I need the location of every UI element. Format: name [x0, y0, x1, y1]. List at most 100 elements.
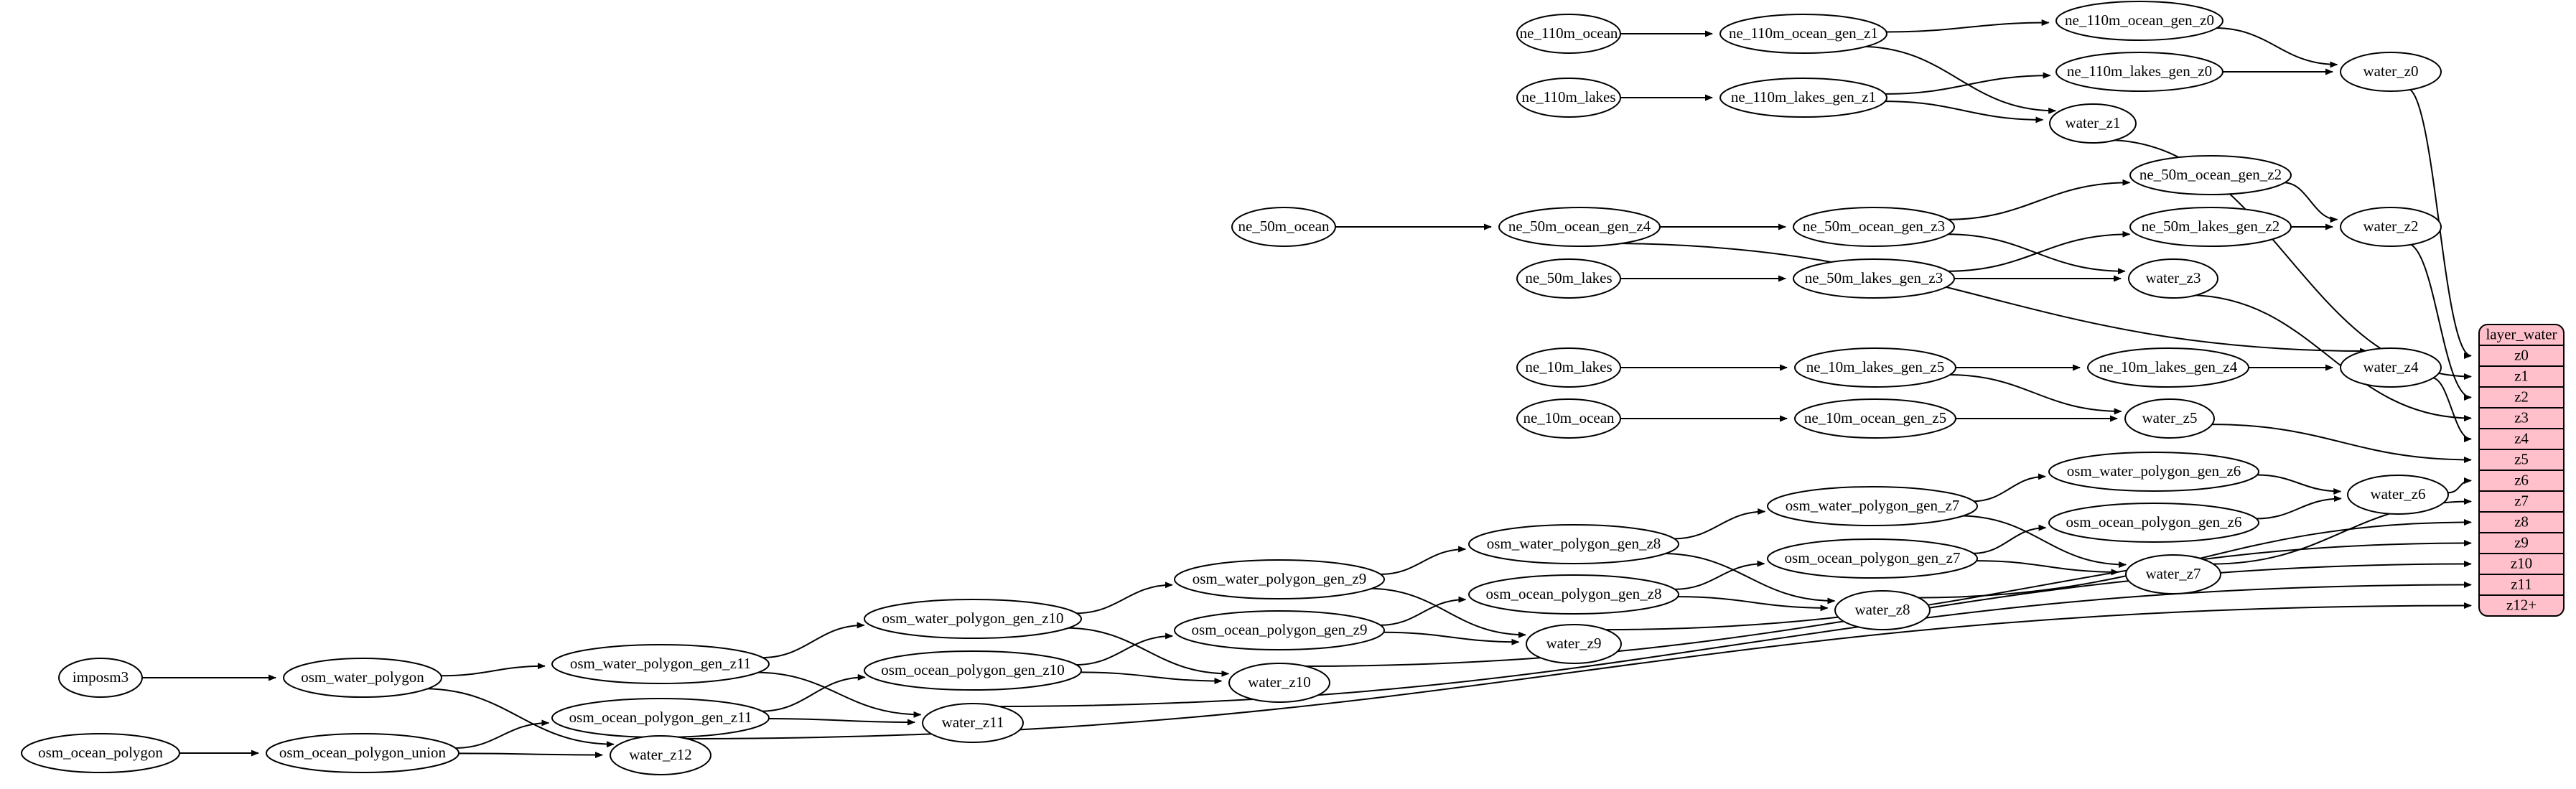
node-water_z3[interactable]: water_z3 [2128, 258, 2218, 299]
node-shape-ne_110m_ocean_gen_z0[interactable] [2055, 1, 2223, 41]
node-shape-osm_water_polygon_gen_z10[interactable] [864, 599, 1082, 639]
node-shape-ne_50m_ocean_gen_z4[interactable] [1498, 207, 1661, 247]
node-osm_ocean_polygon_gen_z11[interactable]: osm_ocean_polygon_gen_z11 [551, 698, 770, 738]
node-water_z1[interactable]: water_z1 [2049, 103, 2137, 144]
node-shape-osm_ocean_polygon_union[interactable] [266, 733, 459, 773]
node-water_z8[interactable]: water_z8 [1834, 590, 1931, 630]
node-ne_50m_ocean[interactable]: ne_50m_ocean [1231, 207, 1336, 247]
node-shape-imposm3[interactable] [58, 658, 143, 698]
node-ne_50m_lakes[interactable]: ne_50m_lakes [1516, 258, 1621, 299]
node-osm_water_polygon[interactable]: osm_water_polygon [283, 658, 442, 698]
node-shape-water_z9[interactable] [1526, 624, 1622, 664]
node-imposm3[interactable]: imposm3 [58, 658, 143, 698]
node-water_z4[interactable]: water_z4 [2340, 347, 2442, 388]
node-water_z12[interactable]: water_z12 [610, 735, 711, 775]
node-shape-ne_50m_ocean_gen_z3[interactable] [1793, 207, 1955, 247]
node-water_z7[interactable]: water_z7 [2125, 554, 2221, 594]
node-shape-ne_110m_ocean[interactable] [1516, 14, 1621, 54]
node-shape-osm_water_polygon_gen_z6[interactable] [2048, 452, 2259, 492]
node-ne_50m_ocean_gen_z2[interactable]: ne_50m_ocean_gen_z2 [2129, 155, 2292, 195]
node-ne_10m_lakes[interactable]: ne_10m_lakes [1516, 347, 1621, 388]
node-water_z6[interactable]: water_z6 [2347, 475, 2449, 515]
node-ne_110m_lakes_gen_z1[interactable]: ne_110m_lakes_gen_z1 [1719, 78, 1887, 118]
node-osm_ocean_polygon_gen_z10[interactable]: osm_ocean_polygon_gen_z10 [864, 650, 1082, 691]
node-water_z2[interactable]: water_z2 [2340, 207, 2442, 247]
edge-ne_110m_ocean_gen_z1-to-water_z1 [1860, 45, 2057, 114]
node-shape-osm_water_polygon_gen_z7[interactable] [1767, 486, 1978, 526]
node-water_z9[interactable]: water_z9 [1526, 624, 1622, 664]
node-shape-water_z7[interactable] [2125, 554, 2221, 594]
node-water_z11[interactable]: water_z11 [922, 703, 1024, 743]
node-ne_110m_lakes_gen_z0[interactable]: ne_110m_lakes_gen_z0 [2055, 52, 2223, 92]
node-shape-ne_10m_lakes_gen_z4[interactable] [2087, 347, 2249, 388]
node-water_z0[interactable]: water_z0 [2340, 52, 2442, 92]
node-shape-water_z11[interactable] [922, 703, 1024, 743]
node-ne_10m_lakes_gen_z5[interactable]: ne_10m_lakes_gen_z5 [1794, 347, 1956, 388]
node-osm_water_polygon_gen_z7[interactable]: osm_water_polygon_gen_z7 [1767, 486, 1978, 526]
node-shape-water_z12[interactable] [610, 735, 711, 775]
node-shape-ne_110m_lakes_gen_z0[interactable] [2055, 52, 2223, 92]
node-ne_50m_ocean_gen_z3[interactable]: ne_50m_ocean_gen_z3 [1793, 207, 1955, 247]
node-shape-ne_10m_lakes[interactable] [1516, 347, 1621, 388]
edge-ne_50m_ocean_gen_z4-to-water_z4 [1605, 242, 2368, 355]
node-shape-osm_ocean_polygon[interactable] [21, 733, 180, 773]
node-shape-ne_50m_lakes[interactable] [1516, 258, 1621, 299]
node-shape-water_z5[interactable] [2124, 398, 2215, 439]
node-ne_50m_lakes_gen_z2[interactable]: ne_50m_lakes_gen_z2 [2129, 207, 2292, 247]
node-osm_ocean_polygon_gen_z7[interactable]: osm_ocean_polygon_gen_z7 [1767, 538, 1978, 579]
node-shape-osm_ocean_polygon_gen_z10[interactable] [864, 650, 1082, 691]
node-shape-osm_ocean_polygon_gen_z7[interactable] [1767, 538, 1978, 579]
node-shape-osm_ocean_polygon_gen_z8[interactable] [1468, 574, 1679, 615]
node-shape-osm_water_polygon_gen_z9[interactable] [1174, 559, 1385, 599]
node-ne_10m_ocean[interactable]: ne_10m_ocean [1516, 398, 1621, 439]
node-shape-ne_50m_lakes_gen_z2[interactable] [2129, 207, 2292, 247]
node-shape-ne_110m_lakes[interactable] [1516, 78, 1621, 118]
node-shape-water_z10[interactable] [1228, 663, 1330, 703]
edge-osm_ocean_polygon_gen_z10-to-water_z10 [1081, 671, 1223, 685]
node-osm_water_polygon_gen_z11[interactable]: osm_water_polygon_gen_z11 [551, 644, 770, 684]
node-osm_ocean_polygon_gen_z6[interactable]: osm_ocean_polygon_gen_z6 [2048, 503, 2259, 543]
node-ne_110m_ocean_gen_z0[interactable]: ne_110m_ocean_gen_z0 [2055, 1, 2223, 41]
node-shape-osm_ocean_polygon_gen_z11[interactable] [551, 698, 770, 738]
node-shape-ne_10m_ocean_gen_z5[interactable] [1794, 398, 1956, 439]
node-ne_110m_ocean[interactable]: ne_110m_ocean [1516, 14, 1621, 54]
node-shape-ne_10m_lakes_gen_z5[interactable] [1794, 347, 1956, 388]
node-shape-water_z6[interactable] [2347, 475, 2449, 515]
node-shape-osm_water_polygon[interactable] [283, 658, 442, 698]
node-shape-osm_water_polygon_gen_z11[interactable] [551, 644, 770, 684]
node-shape-water_z8[interactable] [1834, 590, 1931, 630]
node-shape-ne_110m_lakes_gen_z1[interactable] [1719, 78, 1887, 118]
node-shape-osm_ocean_polygon_gen_z6[interactable] [2048, 503, 2259, 543]
edge-ne_50m_ocean_gen_z2-to-water_z2 [2283, 182, 2338, 223]
edge-osm_ocean_polygon_gen_z8-to-water_z8 [1677, 596, 1829, 612]
node-shape-ne_50m_ocean[interactable] [1231, 207, 1336, 247]
node-osm_ocean_polygon[interactable]: osm_ocean_polygon [21, 733, 180, 773]
node-osm_water_polygon_gen_z6[interactable]: osm_water_polygon_gen_z6 [2048, 452, 2259, 492]
node-osm_water_polygon_gen_z9[interactable]: osm_water_polygon_gen_z9 [1174, 559, 1385, 599]
node-shape-osm_water_polygon_gen_z8[interactable] [1468, 524, 1679, 564]
node-osm_ocean_polygon_gen_z9[interactable]: osm_ocean_polygon_gen_z9 [1174, 610, 1385, 650]
node-shape-water_z2[interactable] [2340, 207, 2442, 247]
node-ne_10m_ocean_gen_z5[interactable]: ne_10m_ocean_gen_z5 [1794, 398, 1956, 439]
node-shape-ne_10m_ocean[interactable] [1516, 398, 1621, 439]
node-ne_110m_lakes[interactable]: ne_110m_lakes [1516, 78, 1621, 118]
node-shape-ne_50m_ocean_gen_z2[interactable] [2129, 155, 2292, 195]
node-shape-water_z3[interactable] [2128, 258, 2218, 299]
node-water_z10[interactable]: water_z10 [1228, 663, 1330, 703]
node-shape-water_z4[interactable] [2340, 347, 2442, 388]
node-shape-water_z1[interactable] [2049, 103, 2137, 144]
edge-ne_110m_lakes_gen_z1-to-ne_110m_lakes_gen_z0 [1885, 72, 2051, 95]
node-shape-water_z0[interactable] [2340, 52, 2442, 92]
node-osm_ocean_polygon_union[interactable]: osm_ocean_polygon_union [266, 733, 459, 773]
node-ne_110m_ocean_gen_z1[interactable]: ne_110m_ocean_gen_z1 [1719, 14, 1887, 54]
node-shape-ne_50m_lakes_gen_z3[interactable] [1793, 258, 1955, 299]
node-ne_50m_lakes_gen_z3[interactable]: ne_50m_lakes_gen_z3 [1793, 258, 1955, 299]
node-ne_10m_lakes_gen_z4[interactable]: ne_10m_lakes_gen_z4 [2087, 347, 2249, 388]
node-ne_50m_ocean_gen_z4[interactable]: ne_50m_ocean_gen_z4 [1498, 207, 1661, 247]
node-shape-ne_110m_ocean_gen_z1[interactable] [1719, 14, 1887, 54]
node-shape-osm_ocean_polygon_gen_z9[interactable] [1174, 610, 1385, 650]
node-osm_water_polygon_gen_z10[interactable]: osm_water_polygon_gen_z10 [864, 599, 1082, 639]
node-osm_ocean_polygon_gen_z8[interactable]: osm_ocean_polygon_gen_z8 [1468, 574, 1679, 615]
node-osm_water_polygon_gen_z8[interactable]: osm_water_polygon_gen_z8 [1468, 524, 1679, 564]
node-water_z5[interactable]: water_z5 [2124, 398, 2215, 439]
